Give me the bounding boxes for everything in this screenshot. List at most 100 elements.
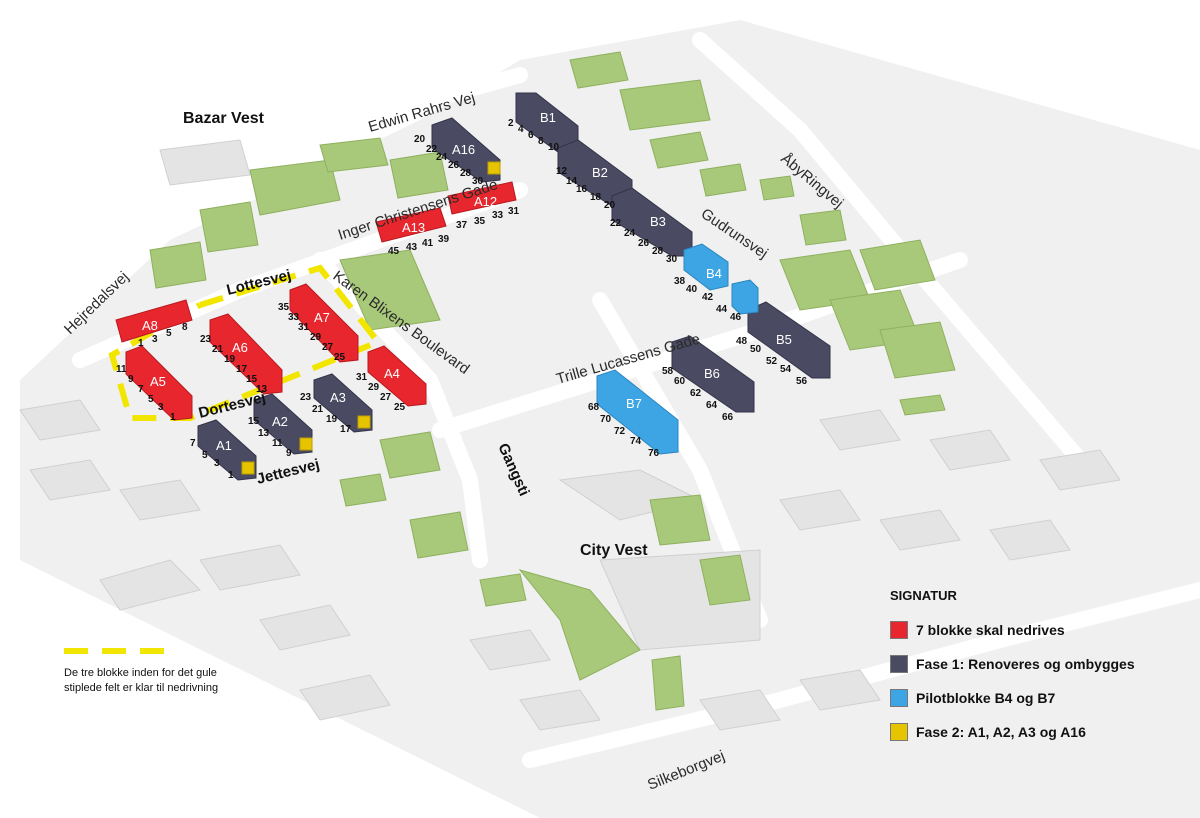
building-green xyxy=(339,249,441,331)
demolish-blocks xyxy=(115,181,517,421)
building-green xyxy=(799,209,847,246)
house-number: 19 xyxy=(224,354,236,365)
phase2-marker-A2 xyxy=(299,437,313,451)
house-number: 14 xyxy=(566,176,578,187)
block-B6 xyxy=(671,335,755,413)
house-number: 9 xyxy=(128,374,134,385)
legend-item-demolish: 7 blokke skal nedrives xyxy=(890,613,1190,647)
legend-swatch-demolish xyxy=(890,621,908,639)
neutral-buildings xyxy=(19,139,1121,731)
block-label-B7: B7 xyxy=(626,396,642,411)
house-number: 17 xyxy=(236,364,248,375)
block-label-A16: A16 xyxy=(452,142,475,157)
house-number: 27 xyxy=(322,342,334,353)
green-buildings xyxy=(149,51,956,711)
block-label-A5: A5 xyxy=(150,374,166,389)
house-number: 19 xyxy=(326,414,338,425)
house-number: 25 xyxy=(334,352,346,363)
legend-swatch-pilot xyxy=(890,689,908,707)
house-number: 22 xyxy=(610,218,622,229)
block-label-A1: A1 xyxy=(216,438,232,453)
house-number: 56 xyxy=(796,376,808,387)
building-green xyxy=(249,159,341,216)
legend-label: Fase 2: A1, A2, A3 og A16 xyxy=(916,724,1086,740)
phase2-markers xyxy=(241,161,501,475)
house-number: 3 xyxy=(158,402,164,413)
house-number: 28 xyxy=(652,246,664,257)
building-green xyxy=(879,321,956,379)
building-green xyxy=(479,573,527,607)
house-number: 52 xyxy=(766,356,778,367)
building-neutral xyxy=(159,139,251,186)
house-number: 38 xyxy=(674,276,686,287)
building-neutral xyxy=(989,519,1071,561)
house-number: 11 xyxy=(272,438,283,449)
house-number: 17 xyxy=(340,424,352,435)
block-label-A2: A2 xyxy=(272,414,288,429)
block-label-A8: A8 xyxy=(142,318,158,333)
block-label-A3: A3 xyxy=(330,390,346,405)
house-number: 68 xyxy=(588,402,600,413)
house-number: 40 xyxy=(686,284,698,295)
block-A5 xyxy=(125,345,193,421)
legend-swatch-renovate xyxy=(890,655,908,673)
phase2-marker-A1 xyxy=(241,461,255,475)
block-A2 xyxy=(253,393,313,455)
house-number: 1 xyxy=(138,338,144,349)
building-neutral xyxy=(299,674,391,721)
house-number: 1 xyxy=(228,470,234,481)
house-number: 25 xyxy=(394,402,406,413)
block-label-B3: B3 xyxy=(650,214,666,229)
house-number: 16 xyxy=(576,184,588,195)
house-number: 54 xyxy=(780,364,792,375)
house-number: 26 xyxy=(638,238,650,249)
house-number: 21 xyxy=(212,344,224,355)
building-green xyxy=(619,79,711,131)
building-green xyxy=(859,239,936,291)
house-numbers-b: 2 4 6 8 10 12 14 16 18 20 22 24 26 28 30… xyxy=(508,118,808,459)
house-number: 6 xyxy=(528,130,534,141)
legend: SIGNATUR 7 blokke skal nedrives Fase 1: … xyxy=(890,588,1190,749)
house-number: 10 xyxy=(548,142,560,153)
house-number: 8 xyxy=(538,136,544,147)
block-B7 xyxy=(596,369,679,455)
house-number: 43 xyxy=(406,242,418,253)
block-B4 xyxy=(683,243,729,291)
house-number: 74 xyxy=(630,436,642,447)
building-neutral xyxy=(99,559,201,611)
building-green xyxy=(899,394,946,416)
house-number: 7 xyxy=(138,384,144,395)
building-neutral xyxy=(519,689,601,731)
building-neutral xyxy=(469,629,551,671)
building-neutral xyxy=(799,669,881,711)
house-number: 27 xyxy=(380,392,392,403)
legend-title: SIGNATUR xyxy=(890,588,957,603)
building-green xyxy=(409,511,469,559)
house-number: 45 xyxy=(388,246,400,257)
house-number: 33 xyxy=(288,312,300,323)
building-neutral xyxy=(119,479,201,521)
building-green xyxy=(699,554,751,606)
house-number: 24 xyxy=(436,152,448,163)
building-neutral xyxy=(699,689,781,731)
house-number: 76 xyxy=(648,448,660,459)
building-green xyxy=(649,494,711,546)
phase2-marker-A16 xyxy=(487,161,501,175)
house-number: 13 xyxy=(256,384,268,395)
place-label-city-vest: City Vest xyxy=(580,542,648,559)
house-number: 22 xyxy=(426,144,438,155)
legend-item-pilot: Pilotblokke B4 og B7 xyxy=(890,681,1190,715)
building-green xyxy=(699,163,747,197)
house-number: 23 xyxy=(300,392,312,403)
house-number: 31 xyxy=(356,372,368,383)
house-number: 39 xyxy=(438,234,450,245)
building-green xyxy=(339,473,387,507)
house-number: 5 xyxy=(166,328,172,339)
house-number: 29 xyxy=(310,332,322,343)
place-label-bazar-vest: Bazar Vest xyxy=(183,110,265,127)
building-neutral xyxy=(879,509,961,551)
house-number: 35 xyxy=(474,216,486,227)
dashed-line-sample xyxy=(64,648,174,654)
block-A12 xyxy=(447,181,517,215)
house-number: 62 xyxy=(690,388,702,399)
